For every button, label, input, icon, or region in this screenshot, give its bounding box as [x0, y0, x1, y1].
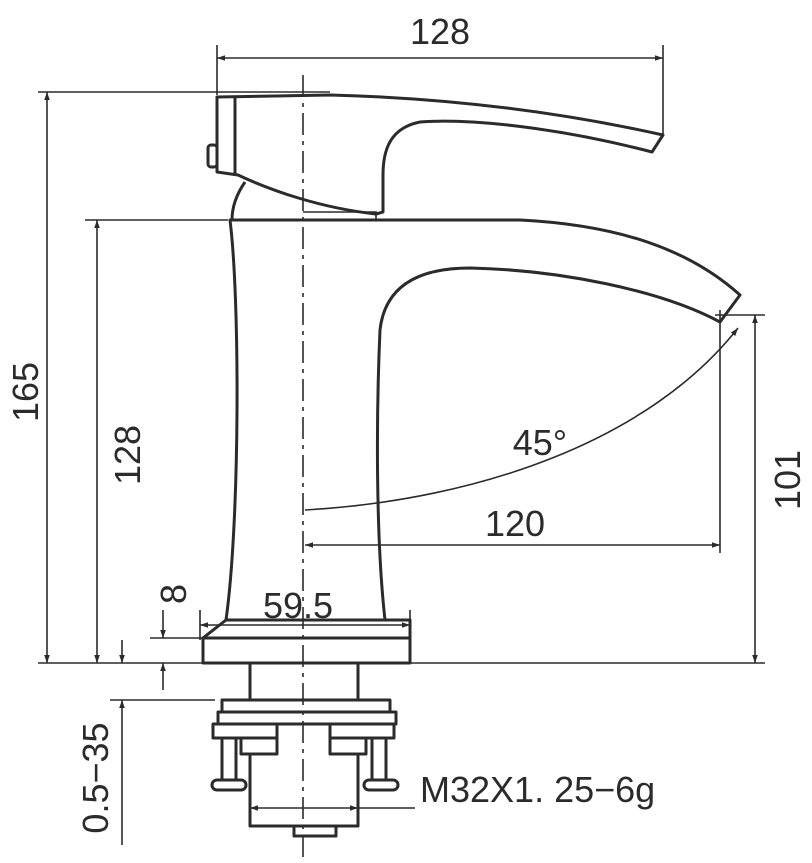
dim-total-height: 165	[5, 362, 46, 422]
dim-body-height: 128	[107, 425, 148, 485]
faucet-handle	[206, 93, 665, 221]
dim-spout-height: 101	[767, 450, 808, 510]
dim-handle-width: 128	[410, 11, 470, 52]
mounting-hardware	[210, 661, 400, 838]
dimension-lines	[44, 55, 758, 845]
dim-mount-range: 0.5−35	[75, 722, 116, 833]
dim-base-thickness: 8	[153, 584, 194, 604]
dim-spout-reach: 120	[485, 503, 545, 544]
dim-handle-angle: 45°	[513, 422, 567, 463]
dim-base-diameter: 59.5	[263, 585, 333, 626]
thread-spec: M32X1. 25−6g	[420, 769, 655, 810]
